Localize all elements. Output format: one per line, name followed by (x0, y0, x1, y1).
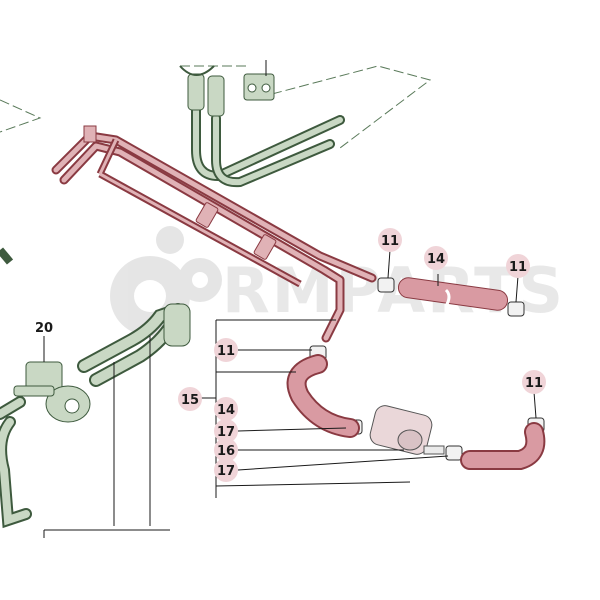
callout-bubble (214, 419, 238, 443)
red-pipe-assembly (51, 125, 377, 343)
callout-14: 14 (214, 397, 238, 421)
callout-11: 11 (214, 338, 238, 362)
callout-11: 11 (378, 228, 402, 252)
callout-number: 11 (381, 234, 399, 249)
clamp-icon (507, 301, 525, 317)
upper-green-pipes (179, 60, 345, 188)
callout-number: 16 (217, 444, 235, 459)
callout-number: 14 (217, 403, 235, 418)
callout-number: 20 (35, 321, 53, 336)
callout-bubble (214, 397, 238, 421)
callout-labels: 11 14 11 20 11 11 15 14 17 16 17 (35, 228, 546, 482)
callout-bubble (214, 458, 238, 482)
callout-bubble (378, 228, 402, 252)
callout-14: 14 (424, 246, 448, 270)
part-20-valve (13, 336, 91, 423)
clamp-icon (445, 445, 463, 461)
callout-number: 11 (217, 344, 235, 359)
callout-11: 11 (522, 370, 546, 394)
callout-17: 17 (214, 458, 238, 482)
callout-11: 11 (506, 254, 530, 278)
callout-number: 14 (427, 252, 445, 267)
callout-bubble (424, 246, 448, 270)
callout-16: 16 (214, 438, 238, 462)
callout-20: 20 (35, 321, 53, 336)
callout-bubble (522, 370, 546, 394)
callout-number: 17 (217, 425, 235, 440)
callout-bubble (506, 254, 530, 278)
hose-14-upper (397, 274, 509, 311)
callout-15: 15 (178, 387, 202, 411)
callout-number: 11 (509, 260, 527, 275)
callout-bubble (214, 438, 238, 462)
bracket-clip-icon (243, 60, 275, 101)
left-green-hoses (0, 247, 191, 529)
callout-number: 15 (181, 393, 199, 408)
callout-17: 17 (214, 419, 238, 443)
callout-bubble (214, 338, 238, 362)
fuel-pump-16 (369, 405, 445, 455)
callout-number: 17 (217, 464, 235, 479)
clamp-icon (377, 277, 395, 293)
lower-hoses-and-pump (286, 354, 546, 470)
callout-bubble (178, 387, 202, 411)
callout-number: 11 (525, 376, 543, 391)
